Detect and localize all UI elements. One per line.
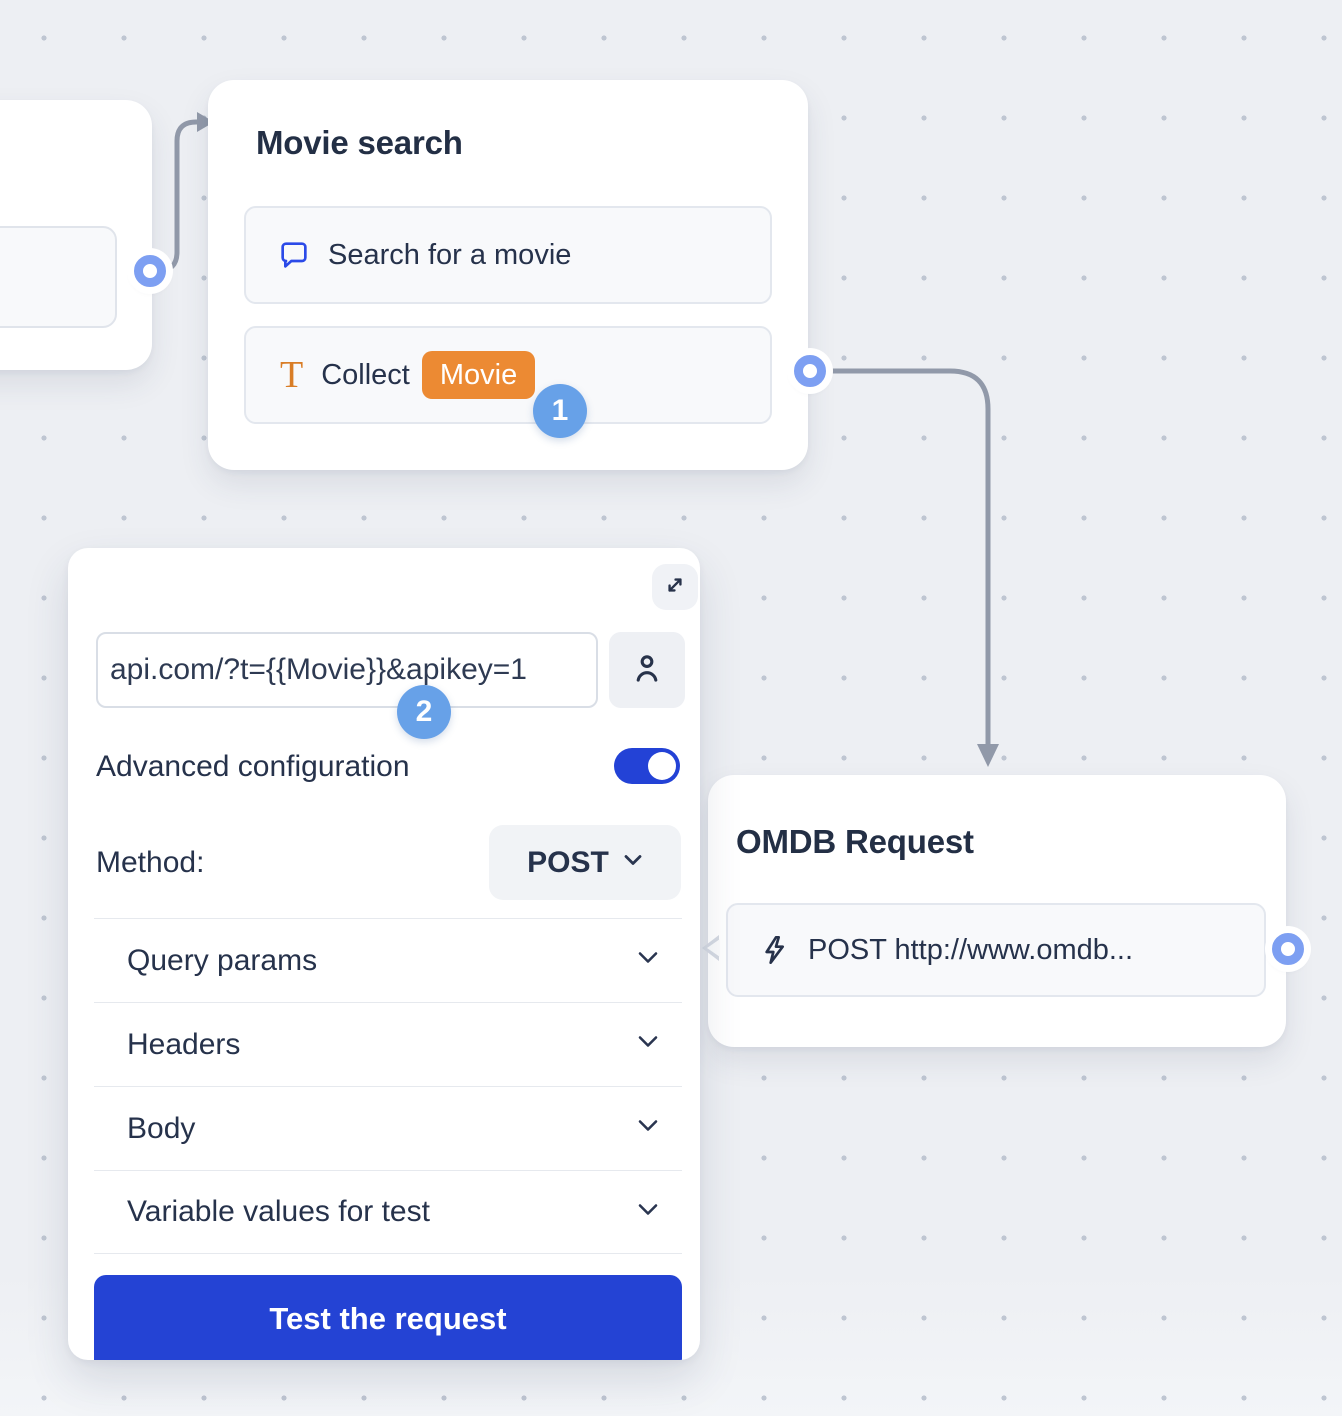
step-badge-2: 2: [397, 685, 451, 739]
partial-node-card[interactable]: [0, 100, 152, 370]
action-label: Collect: [321, 358, 410, 391]
expand-button[interactable]: [652, 564, 698, 610]
test-request-button[interactable]: Test the request: [94, 1275, 682, 1360]
action-label: POST http://www.omdb...: [808, 933, 1134, 966]
edge-arrowhead-down-icon: [977, 744, 999, 767]
text-icon: T: [280, 354, 304, 396]
section-label: Body: [127, 1111, 196, 1145]
variable-picker-button[interactable]: [609, 632, 685, 708]
action-label: Search for a movie: [328, 238, 572, 271]
section-label: Headers: [127, 1027, 241, 1061]
section-label: Query params: [127, 943, 318, 977]
node-title: OMDB Request: [736, 823, 974, 860]
action-collect-movie[interactable]: T Collect Movie: [244, 326, 772, 424]
node-omdb-request[interactable]: OMDB Request POST http://www.omdb...: [702, 775, 1286, 1047]
output-port[interactable]: [794, 355, 826, 387]
output-port[interactable]: [134, 255, 166, 287]
input-caret-icon: [707, 939, 720, 957]
node-title: Movie search: [256, 124, 463, 161]
url-input[interactable]: api.com/?t={{Movie}}&apikey=1: [96, 632, 598, 708]
advanced-configuration-label: Advanced configuration: [96, 750, 410, 783]
advanced-configuration-toggle[interactable]: [614, 748, 680, 784]
chevron-down-icon: [636, 950, 660, 971]
edge-to-movie-search: [149, 119, 200, 274]
action-post-request[interactable]: POST http://www.omdb...: [726, 903, 1266, 997]
chevron-down-icon: [636, 1118, 660, 1139]
section-body[interactable]: Body: [94, 1086, 682, 1170]
chevron-down-icon: [623, 853, 643, 872]
section-variable-values[interactable]: Variable values for test: [94, 1170, 682, 1254]
section-query-params[interactable]: Query params: [94, 918, 682, 1002]
node-movie-search[interactable]: Movie search Search for a movie T Collec…: [208, 80, 808, 470]
edge-to-omdb-request: [823, 368, 991, 748]
url-input-value: api.com/?t={{Movie}}&apikey=1: [110, 653, 527, 686]
collapsible-sections: Query params Headers Body: [94, 918, 682, 1254]
edge-arrowhead-right-icon: [197, 112, 214, 132]
step-badge-1: 1: [533, 384, 587, 438]
output-port[interactable]: [1272, 933, 1304, 965]
chevron-down-icon: [636, 1034, 660, 1055]
webhook-editor-panel: api.com/?t={{Movie}}&apikey=1 Advanced c…: [68, 548, 700, 1360]
chat-bubble-icon: [278, 239, 310, 271]
method-dropdown[interactable]: POST: [489, 825, 681, 900]
chevron-down-icon: [636, 1202, 660, 1223]
person-icon: [630, 651, 664, 690]
lightning-icon: [758, 934, 790, 966]
variable-chip-movie: Movie: [421, 350, 536, 400]
section-label: Variable values for test: [127, 1195, 430, 1228]
method-label: Method:: [96, 846, 205, 879]
method-value: POST: [527, 845, 609, 879]
partial-action-row[interactable]: [0, 226, 117, 328]
action-search-for-movie[interactable]: Search for a movie: [244, 206, 772, 304]
expand-icon: [662, 572, 688, 603]
section-headers[interactable]: Headers: [94, 1002, 682, 1086]
toggle-knob: [648, 752, 676, 780]
